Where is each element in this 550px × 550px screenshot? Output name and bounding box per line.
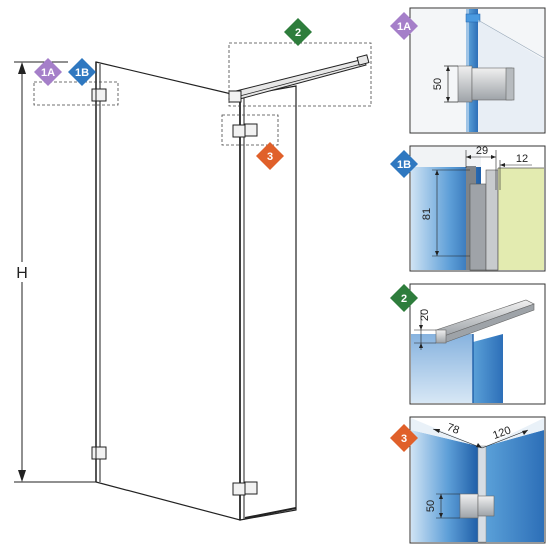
dim-1B-top-right: 12 (516, 153, 528, 165)
badge-1A-detail: 1A (390, 12, 418, 40)
detail-panel-2: 20 2 (390, 283, 546, 405)
badge-1B-main: 1B (68, 58, 96, 86)
badge-2-main: 2 (284, 18, 312, 46)
svg-text:3: 3 (267, 151, 273, 163)
hinge-top-left (91, 88, 107, 102)
stabilizer-bar (228, 54, 370, 103)
dim-1B-top-left: 29 (476, 145, 488, 157)
detail-panel-3: 78 120 50 3 (390, 416, 546, 544)
dim-1B-side: 81 (421, 208, 433, 220)
svg-text:2: 2 (401, 293, 407, 305)
dim-3-top-right: 120 (491, 424, 512, 442)
dim-1A: 50 (432, 78, 444, 90)
hinge-top-right (232, 123, 258, 138)
main-drawing: H (14, 18, 372, 521)
svg-text:1A: 1A (41, 67, 55, 79)
dim-3-side: 50 (425, 500, 437, 512)
badge-3-main: 3 (256, 142, 284, 170)
svg-text:1B: 1B (397, 159, 411, 171)
dim-2: 20 (419, 309, 431, 321)
glass-panel-left (95, 61, 241, 521)
svg-text:1A: 1A (397, 21, 411, 33)
badge-1B-detail: 1B (390, 150, 418, 178)
badge-3-detail: 3 (390, 424, 418, 452)
badge-1A-main: 1A (34, 58, 62, 86)
svg-text:1B: 1B (75, 67, 89, 79)
height-label: H (16, 265, 28, 282)
callout-box-1 (33, 81, 119, 106)
detail-panel-1A: 50 1A (390, 7, 546, 134)
badge-2-detail: 2 (390, 284, 418, 312)
dim-3-top-left: 78 (445, 421, 461, 436)
svg-text:3: 3 (401, 433, 407, 445)
hinge-bottom-left (91, 446, 107, 460)
callout-box-3 (221, 114, 279, 146)
svg-text:2: 2 (295, 27, 301, 39)
hinge-bottom-right (232, 481, 258, 496)
height-dimension: H (14, 61, 96, 483)
detail-panel-1B: 29 12 81 1B (390, 145, 546, 272)
